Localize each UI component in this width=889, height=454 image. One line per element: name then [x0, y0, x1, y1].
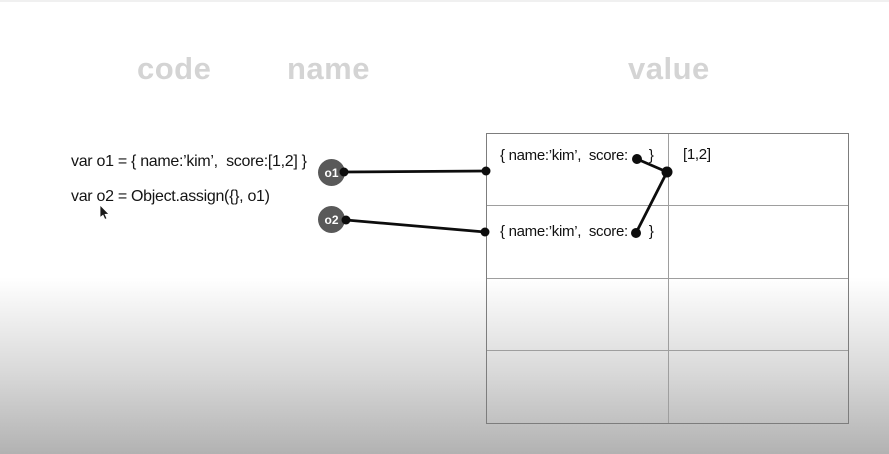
reference-line-o2-to-row2	[344, 218, 487, 234]
value-table-cell-r3-value	[669, 279, 848, 351]
object-literal-prefix: { name:’kim’, score:	[500, 223, 628, 241]
value-table-cell-r4-value	[669, 351, 848, 423]
name-badge-o2-label: o2	[324, 212, 339, 227]
object-literal-suffix: }	[648, 147, 654, 164]
code-line-2: var o2 = Object.assign({}, o1)	[71, 188, 270, 205]
name-badge-o1: o1	[318, 159, 345, 186]
value-table-cell-r2-object: { name:’kim’, score:}	[487, 206, 669, 279]
column-header-code: code	[137, 51, 212, 86]
name-badge-o2: o2	[318, 206, 345, 233]
reference-line-o1-to-row1	[342, 169, 488, 174]
mouse-cursor-icon	[99, 204, 110, 220]
object-literal-suffix: }	[648, 223, 654, 241]
top-edge-divider	[0, 0, 889, 2]
value-table: { name:’kim’, score:} [1,2] { name:’kim’…	[486, 133, 849, 424]
column-header-value: value	[628, 51, 710, 86]
column-header-name: name	[287, 51, 370, 86]
value-table-cell-r4-object	[487, 350, 669, 423]
value-table-cell-r3-object	[487, 278, 669, 351]
value-table-cell-r1-value: [1,2]	[669, 134, 848, 207]
array-literal: [1,2]	[683, 146, 711, 163]
name-badge-o1-label: o1	[324, 165, 339, 180]
code-line-1: var o1 = { name:’kim’, score:[1,2] }	[71, 153, 307, 170]
value-table-cell-r2-value	[669, 206, 848, 279]
value-table-cell-r1-object: { name:’kim’, score:}	[487, 134, 669, 207]
object-literal-prefix: { name:’kim’, score:	[500, 147, 628, 164]
